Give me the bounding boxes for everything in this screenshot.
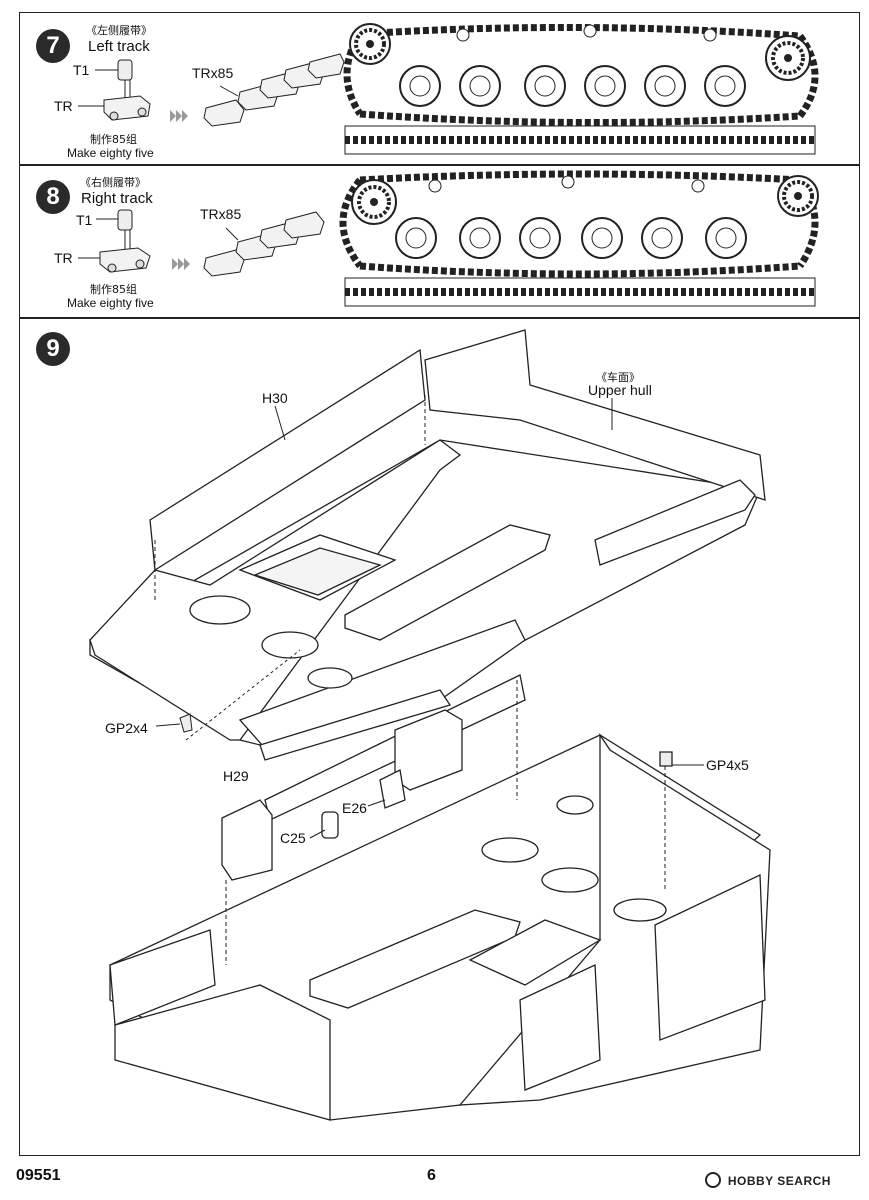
- step-9-number: 9: [36, 332, 70, 366]
- label-upper-hull-en: Upper hull: [588, 382, 652, 398]
- label-gp2: GP2x4: [105, 720, 148, 736]
- step-7-part-t1: T1: [73, 62, 90, 78]
- hobby-search-text: HOBBY SEARCH: [727, 1174, 831, 1188]
- step-7-make-cn: 制作85组: [90, 133, 137, 146]
- kit-number: 09551: [16, 1167, 61, 1184]
- label-gp4: GP4x5: [706, 757, 749, 773]
- label-c25: C25: [280, 830, 306, 846]
- step-8-title-en: Right track: [81, 190, 153, 207]
- step-7-title-cn: 《左侧履带》: [86, 24, 152, 37]
- step-7-link-diagram: [78, 53, 345, 127]
- label-upper-hull-cn: 《车面》: [596, 371, 640, 384]
- step-7-title-en: Left track: [88, 38, 150, 55]
- hobby-search-watermark: HOBBY SEARCH: [705, 1172, 831, 1188]
- step-7-number: 7: [36, 29, 70, 63]
- label-h30: H30: [262, 390, 288, 406]
- step-8-part-t1: T1: [76, 212, 93, 228]
- left-track-illustration: [343, 23, 819, 155]
- right-track-illustration: [339, 170, 819, 307]
- step-8-make-en: Make eighty five: [67, 296, 154, 310]
- page-number: 6: [427, 1167, 436, 1184]
- step-8-make-cn: 制作85组: [90, 283, 137, 296]
- step-7-multiplier: TRx85: [192, 65, 234, 81]
- hobby-search-icon: [705, 1172, 721, 1188]
- label-e26: E26: [342, 800, 367, 816]
- step-8-multiplier: TRx85: [200, 206, 242, 222]
- label-h29: H29: [223, 768, 249, 784]
- step-7-make-en: Make eighty five: [67, 146, 154, 160]
- step-8-title-cn: 《右侧履带》: [80, 176, 146, 189]
- step-8-part-tr: TR: [54, 250, 73, 266]
- step-8-link-diagram: [78, 209, 325, 277]
- step-8-number: 8: [36, 180, 70, 214]
- step-7-part-tr: TR: [54, 98, 73, 114]
